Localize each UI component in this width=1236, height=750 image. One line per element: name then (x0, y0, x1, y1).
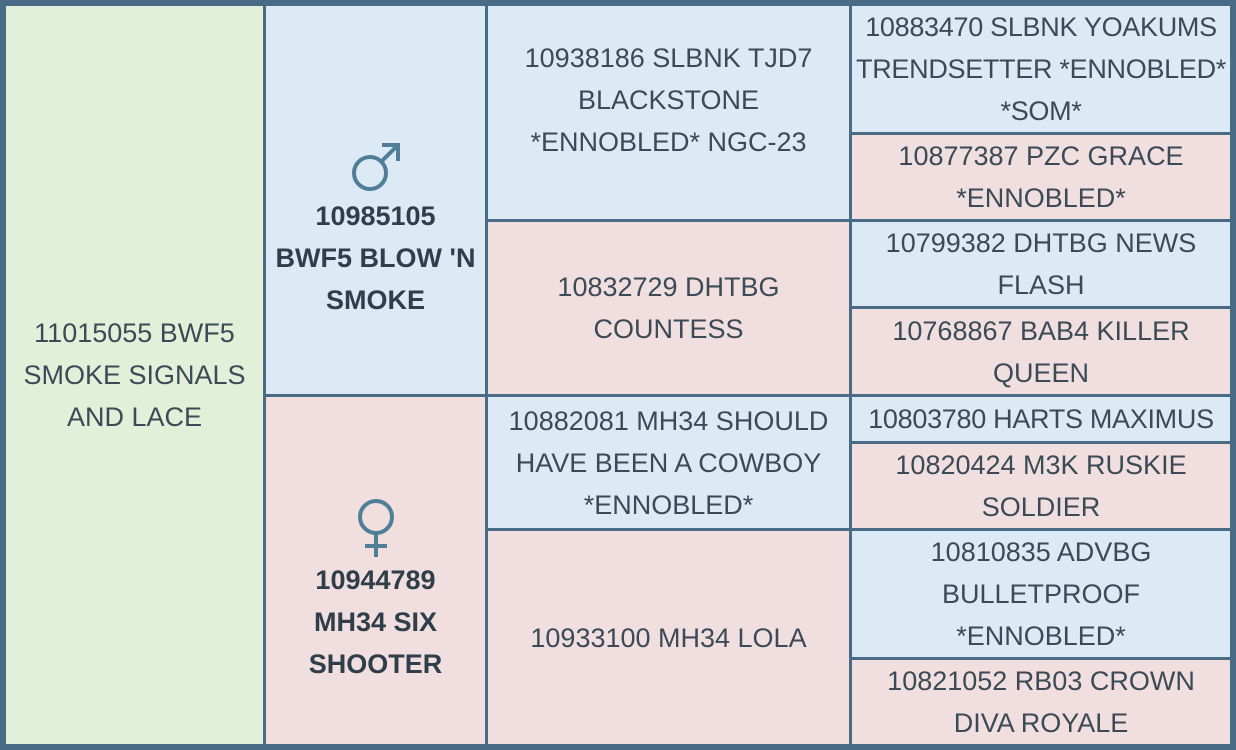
dam-dam-sire-name: 10810835 ADVBG BULLETPROOF *ENNOBLED* (930, 537, 1152, 651)
sire-sire-dam-cell: 10877387 PZC GRACE *ENNOBLED* (849, 132, 1233, 222)
female-symbol-icon (354, 497, 398, 559)
dam-dam-cell: 10933100 MH34 LOLA (485, 528, 852, 747)
dam-cell: 10944789 MH34 SIX SHOOTER (263, 394, 488, 747)
dam-dam-dam-name: 10821052 RB03 CROWN DIVA ROYALE (887, 666, 1195, 738)
dam-sire-dam-cell: 10820424 M3K RUSKIE SOLDIER (849, 441, 1233, 531)
sire-dam-name: 10832729 DHTBG COUNTESS (557, 272, 780, 344)
dam-dam-sire-cell: 10810835 ADVBG BULLETPROOF *ENNOBLED* (849, 528, 1233, 660)
sire-sire-dam-name: 10877387 PZC GRACE *ENNOBLED* (898, 141, 1184, 213)
sire-sire-cell: 10938186 SLBNK TJD7 BLACKSTONE *ENNOBLED… (485, 3, 852, 222)
sire-sire-name: 10938186 SLBNK TJD7 BLACKSTONE *ENNOBLED… (524, 42, 813, 157)
dam-sire-sire-name: 10803780 HARTS MAXIMUS (868, 404, 1214, 434)
sire-name: 10985105 BWF5 BLOW 'N SMOKE (275, 201, 476, 315)
sire-dam-sire-name: 10799382 DHTBG NEWS FLASH (885, 228, 1197, 300)
sire-dam-sire-cell: 10799382 DHTBG NEWS FLASH (849, 219, 1233, 309)
sire-dam-dam-cell: 10768867 BAB4 KILLER QUEEN (849, 306, 1233, 397)
sire-sire-sire-name: 10883470 SLBNK YOAKUMS TRENDSETTER *ENNO… (856, 12, 1226, 126)
dam-sire-cell: 10882081 MH34 SHOULD HAVE BEEN A COWBOY … (485, 394, 852, 531)
dam-dam-dam-cell: 10821052 RB03 CROWN DIVA ROYALE (849, 657, 1233, 747)
dam-dam-name: 10933100 MH34 LOLA (530, 622, 807, 653)
subject-name: 11015055 BWF5 SMOKE SIGNALS AND LACE (23, 318, 246, 432)
sire-sire-sire-cell: 10883470 SLBNK YOAKUMS TRENDSETTER *ENNO… (849, 3, 1233, 135)
sire-cell: 10985105 BWF5 BLOW 'N SMOKE (263, 3, 488, 397)
dam-sire-sire-cell: 10803780 HARTS MAXIMUS (849, 394, 1233, 444)
sire-dam-dam-name: 10768867 BAB4 KILLER QUEEN (892, 315, 1190, 388)
male-symbol-icon (348, 139, 404, 195)
subject-cell: 11015055 BWF5 SMOKE SIGNALS AND LACE (3, 3, 266, 747)
dam-sire-name: 10882081 MH34 SHOULD HAVE BEEN A COWBOY … (508, 405, 829, 520)
dam-sire-dam-name: 10820424 M3K RUSKIE SOLDIER (895, 450, 1187, 522)
sire-dam-cell: 10832729 DHTBG COUNTESS (485, 219, 852, 397)
dam-name: 10944789 MH34 SIX SHOOTER (308, 564, 443, 679)
